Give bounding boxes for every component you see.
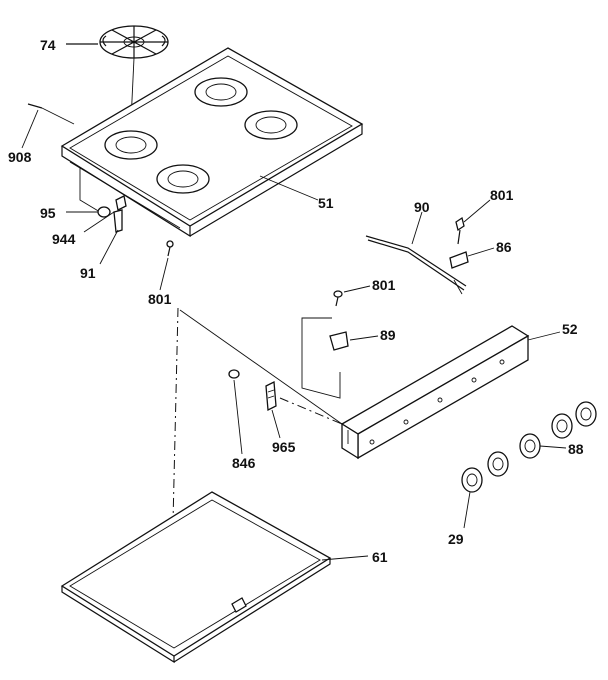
label-89: 89 — [380, 327, 396, 343]
label-86: 86 — [496, 239, 512, 255]
burner-grate — [99, 25, 169, 59]
small-hardware — [97, 195, 174, 257]
control-knobs — [461, 401, 597, 493]
igniter-tube — [365, 235, 467, 295]
hardware-846-965 — [228, 369, 277, 412]
bracket-86 — [449, 216, 469, 269]
label-801-left: 801 — [148, 291, 172, 307]
label-91: 91 — [80, 265, 96, 281]
manifold-panel — [340, 325, 530, 460]
label-74: 74 — [40, 37, 56, 53]
label-944: 944 — [52, 231, 76, 247]
cooktop — [60, 47, 364, 238]
label-90: 90 — [414, 199, 430, 215]
label-801-right: 801 — [490, 187, 514, 203]
label-52: 52 — [562, 321, 578, 337]
label-51: 51 — [318, 195, 334, 211]
label-801-center: 801 — [372, 277, 396, 293]
label-95: 95 — [40, 205, 56, 221]
screw-908 — [27, 103, 75, 125]
bracket-89 — [329, 290, 349, 351]
label-965: 965 — [272, 439, 296, 455]
label-29: 29 — [448, 531, 464, 547]
label-61: 61 — [372, 549, 388, 565]
label-846: 846 — [232, 455, 256, 471]
bottom-tray — [60, 491, 332, 664]
label-908: 908 — [8, 149, 32, 165]
label-88: 88 — [568, 441, 584, 457]
